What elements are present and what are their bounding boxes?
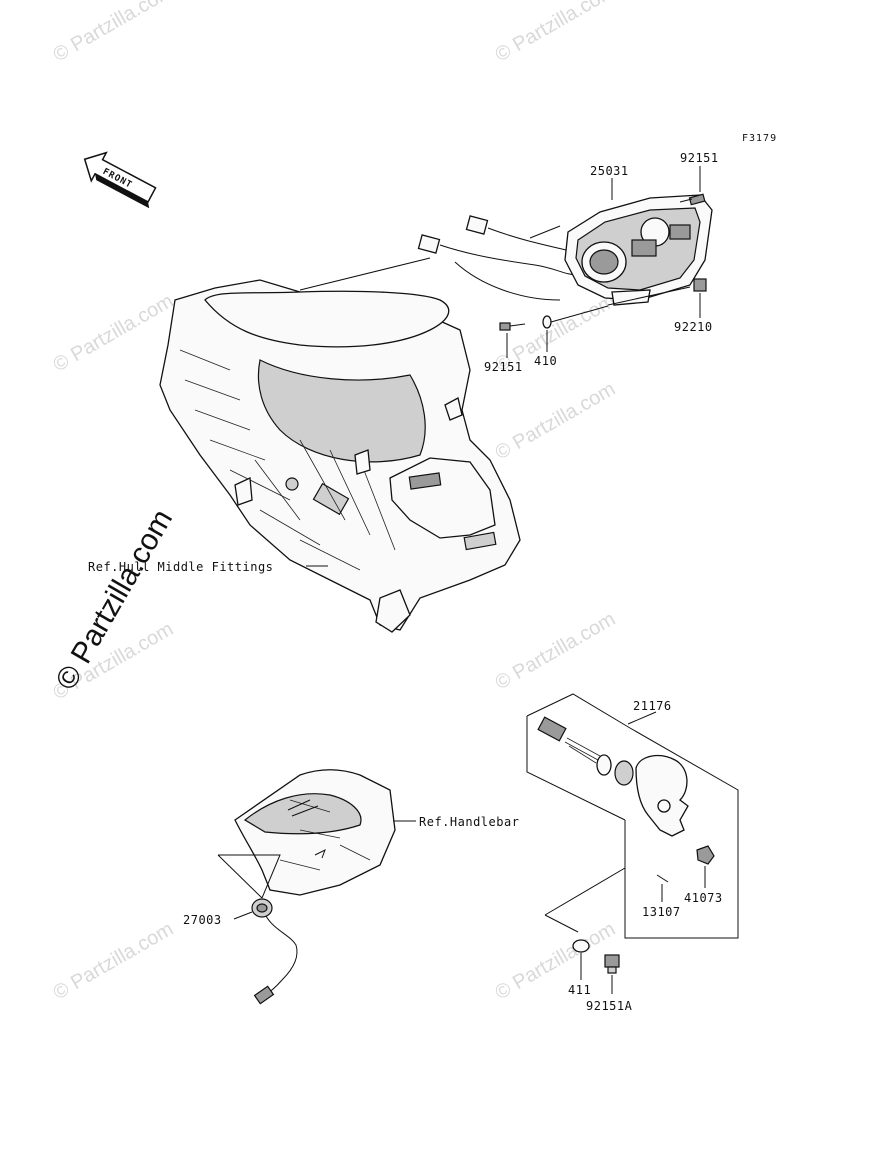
bolt-92151A xyxy=(604,954,620,974)
leader-27003-cover xyxy=(217,854,263,899)
label-27003: 27003 xyxy=(183,913,222,927)
watermark-6: © Partzilla.com xyxy=(50,918,178,1004)
label-21176: 21176 xyxy=(633,699,672,713)
switch-assembly-frame xyxy=(526,693,739,939)
washer-411 xyxy=(572,939,590,953)
meter-assembly xyxy=(564,194,713,306)
watermark-2: © Partzilla.com xyxy=(492,0,620,66)
label-92210: 92210 xyxy=(674,320,713,334)
clip-41073 xyxy=(696,845,715,865)
leader-hull-meter-2 xyxy=(529,225,561,239)
handlebar-cover xyxy=(234,769,396,896)
label-92151-top: 92151 xyxy=(680,151,719,165)
washer-410 xyxy=(542,315,552,329)
label-92151-left: 92151 xyxy=(484,360,523,374)
pin-13107 xyxy=(656,874,669,883)
leader-21176 xyxy=(627,711,657,725)
sensor-27003 xyxy=(218,854,298,1005)
leader-27003 xyxy=(233,911,253,920)
screw-92151-top xyxy=(679,193,706,206)
leader-hull-meter xyxy=(299,257,431,291)
watermark-8: © Partzilla.com xyxy=(492,378,620,464)
watermark-7: © Partzilla.com xyxy=(492,918,620,1004)
figure-code: F3179 xyxy=(742,133,777,144)
label-92151A: 92151A xyxy=(586,999,633,1013)
label-411: 411 xyxy=(568,983,591,997)
screw-92151-left xyxy=(499,322,526,331)
label-ref-handlebar: Ref.Handlebar xyxy=(419,815,519,829)
switch-21176 xyxy=(537,716,689,837)
label-13107: 13107 xyxy=(642,905,681,919)
hull-dash-housing xyxy=(159,279,521,633)
watermark-5: © Partzilla.com xyxy=(492,608,620,694)
front-arrow-icon: FRONT xyxy=(83,151,157,209)
label-41073: 41073 xyxy=(684,891,723,905)
label-25031: 25031 xyxy=(590,164,629,178)
leader-410-meter xyxy=(550,305,609,323)
nut-92210 xyxy=(693,278,707,292)
watermark-3: © Partzilla.com xyxy=(50,290,178,376)
label-ref-hull: Ref.Hull Middle Fittings xyxy=(88,560,273,574)
label-410: 410 xyxy=(534,354,557,368)
leader-92210-meter xyxy=(607,286,691,306)
watermark-1: © Partzilla.com xyxy=(50,0,178,66)
